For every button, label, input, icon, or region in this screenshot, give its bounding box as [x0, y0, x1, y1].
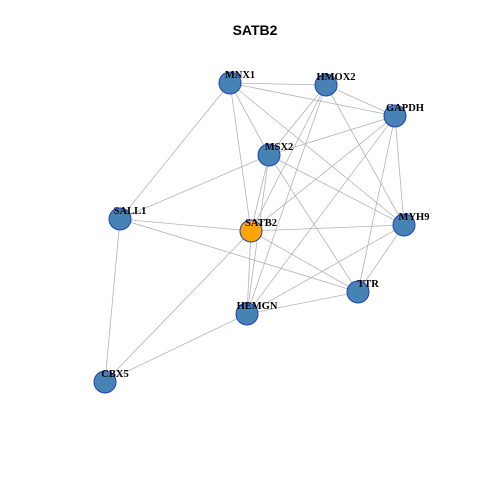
- edges-layer: [104, 82, 405, 383]
- edge-mnx1-sall1: [119, 82, 231, 220]
- edge-sall1-ttr: [119, 218, 359, 293]
- node-circle-msx2: [257, 143, 281, 167]
- edge-mnx1-hmox2: [229, 82, 327, 86]
- edge-msx2-satb2: [250, 154, 270, 232]
- node-label-sall1: SALL1: [114, 206, 147, 217]
- graph-title: SATB2: [233, 22, 278, 38]
- edge-hemgn-cbx5: [104, 313, 248, 383]
- edge-gapdh-satb2: [250, 115, 396, 232]
- edge-hmox2-hemgn: [246, 84, 327, 315]
- node-label-myh9: MYH9: [399, 212, 430, 223]
- node-label-msx2: MSX2: [265, 142, 294, 153]
- edge-mnx1-myh9: [229, 82, 405, 226]
- node-label-gapdh: GAPDH: [386, 103, 424, 114]
- edge-gapdh-ttr: [357, 115, 396, 293]
- node-label-hemgn: HEMGN: [237, 301, 278, 312]
- edge-hemgn-ttr: [246, 291, 359, 315]
- node-myh9: MYH9: [392, 212, 430, 237]
- node-circle-ttr: [346, 280, 370, 304]
- edge-msx2-myh9: [268, 154, 405, 226]
- node-circle-mnx1: [218, 71, 242, 95]
- node-label-hmox2: HMOX2: [316, 72, 355, 83]
- node-label-cbx5: CBX5: [101, 369, 128, 380]
- node-sall1: SALL1: [108, 206, 147, 231]
- node-hmox2: HMOX2: [314, 72, 356, 97]
- node-gapdh: GAPDH: [383, 103, 424, 128]
- edge-gapdh-msx2: [268, 115, 396, 156]
- node-circle-gapdh: [383, 104, 407, 128]
- edge-msx2-ttr: [268, 154, 359, 293]
- edge-satb2-hemgn: [246, 230, 252, 315]
- edge-msx2-sall1: [119, 154, 270, 220]
- node-circle-cbx5: [93, 370, 117, 394]
- edge-hmox2-satb2: [250, 84, 327, 232]
- node-circle-hemgn: [235, 302, 259, 326]
- edge-myh9-hemgn: [246, 224, 405, 315]
- edge-satb2-cbx5: [104, 230, 252, 383]
- node-msx2: MSX2: [257, 142, 294, 167]
- edge-hmox2-msx2: [268, 84, 327, 156]
- node-label-ttr: TTR: [357, 279, 379, 290]
- edge-gapdh-myh9: [394, 115, 405, 226]
- node-ttr: TTR: [346, 279, 379, 304]
- node-hemgn: HEMGN: [235, 301, 278, 326]
- edge-gapdh-hemgn: [246, 115, 396, 315]
- edge-myh9-ttr: [357, 224, 405, 293]
- node-mnx1: MNX1: [218, 70, 255, 95]
- edge-hmox2-myh9: [325, 84, 405, 226]
- edge-sall1-cbx5: [104, 218, 121, 383]
- node-circle-sall1: [108, 207, 132, 231]
- node-cbx5: CBX5: [93, 369, 129, 394]
- node-label-satb2: SATB2: [245, 218, 277, 229]
- node-circle-satb2: [239, 219, 263, 243]
- edge-mnx1-satb2: [229, 82, 252, 232]
- node-satb2: SATB2: [239, 218, 277, 243]
- edge-sall1-satb2: [119, 218, 252, 232]
- edge-satb2-ttr: [250, 230, 359, 293]
- edge-hmox2-gapdh: [325, 84, 396, 117]
- edge-mnx1-gapdh: [229, 82, 396, 117]
- edge-satb2-myh9: [250, 224, 405, 232]
- edge-mnx1-msx2: [229, 82, 270, 156]
- node-circle-hmox2: [314, 73, 338, 97]
- node-label-mnx1: MNX1: [225, 70, 255, 81]
- node-circle-myh9: [392, 213, 416, 237]
